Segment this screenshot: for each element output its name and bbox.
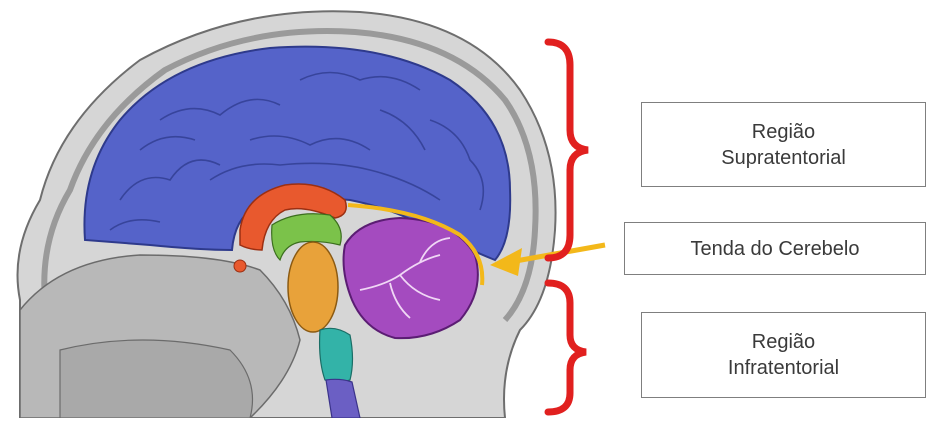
jaw bbox=[60, 340, 253, 418]
supratentorial-label-line2: Supratentorial bbox=[721, 145, 846, 171]
tentorium-label: Tenda do Cerebelo bbox=[690, 236, 859, 262]
pituitary bbox=[234, 260, 246, 272]
infratentorial-label-line1: Região bbox=[728, 329, 839, 355]
cerebellum bbox=[344, 218, 478, 338]
tentorium-label-box: Tenda do Cerebelo bbox=[624, 222, 926, 275]
infratentorial-bracket bbox=[548, 283, 586, 412]
infratentorial-label-box: Região Infratentorial bbox=[641, 312, 926, 398]
medulla bbox=[320, 328, 353, 382]
infratentorial-label-line2: Infratentorial bbox=[728, 355, 839, 381]
supratentorial-label-line1: Região bbox=[721, 119, 846, 145]
pons bbox=[288, 242, 338, 332]
supratentorial-label-box: Região Supratentorial bbox=[641, 102, 926, 187]
